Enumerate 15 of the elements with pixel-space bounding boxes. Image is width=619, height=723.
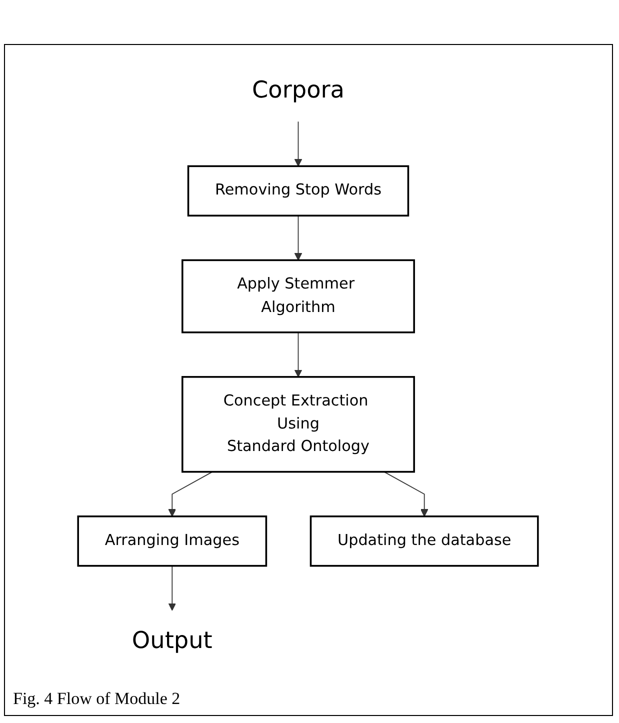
node-box: [182, 376, 416, 473]
arrow: [294, 215, 303, 261]
node-text: Corpora: [252, 77, 345, 104]
node-box: [182, 259, 416, 334]
node-text: Output: [132, 627, 213, 654]
node-box: [310, 515, 540, 567]
arrow: [168, 471, 214, 517]
node-box: [188, 165, 410, 217]
arrow: [384, 471, 429, 517]
node-box: [78, 515, 268, 567]
figure-caption: Fig. 4 Flow of Module 2: [13, 689, 180, 709]
arrow: [294, 332, 303, 378]
figure-frame: Corpora Removing Stop Words Apply Stemmer Algorithm Concept Extraction Using Standard Ontology Arranging Images Updating the database Output Fig. 4 Flow of Module 2: [4, 44, 613, 716]
arrow: [294, 121, 303, 167]
arrow: [168, 565, 177, 611]
